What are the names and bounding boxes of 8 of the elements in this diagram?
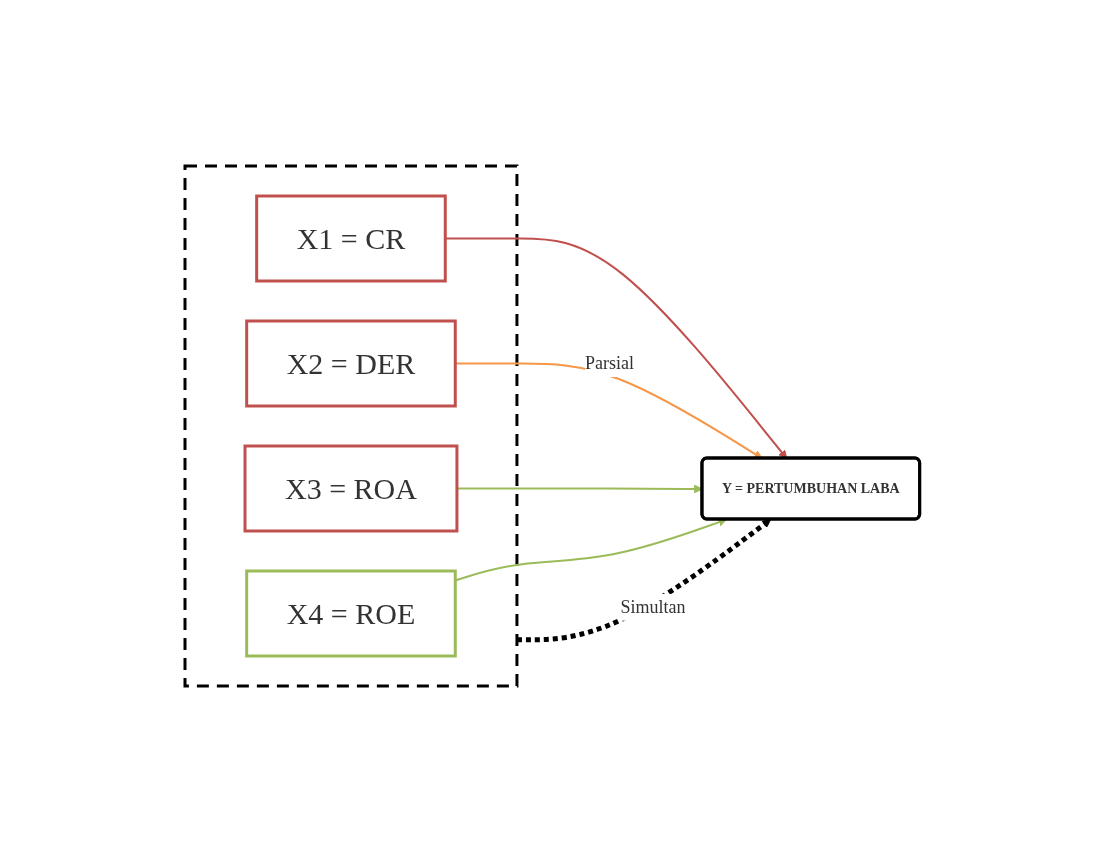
- node-box: X3 = ROA: [243, 444, 459, 533]
- cluster: [183, 164, 519, 688]
- node-box: X4 = ROE: [245, 569, 457, 658]
- edge-label: Simultan: [620, 596, 686, 617]
- edge-label: Parsial: [585, 353, 635, 373]
- node-box: X2 = DER: [245, 319, 457, 408]
- node-box: X1 = CR: [255, 194, 447, 283]
- arrow: [517, 519, 772, 643]
